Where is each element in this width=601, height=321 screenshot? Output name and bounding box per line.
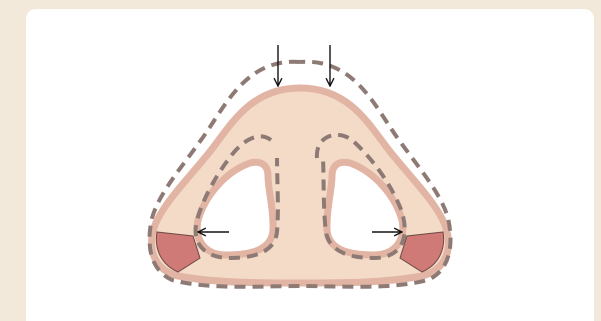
page <box>0 0 601 321</box>
nose-base-diagram <box>0 0 601 321</box>
